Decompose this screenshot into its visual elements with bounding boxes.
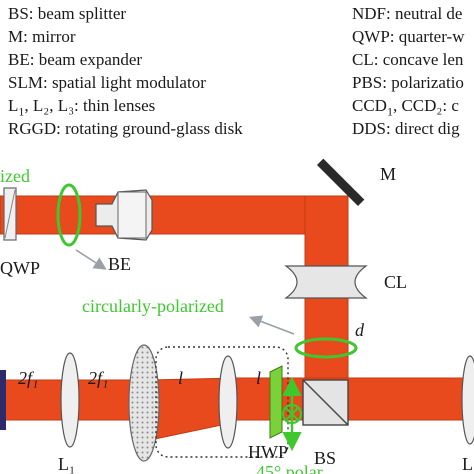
legend-item-pbs: PBS: polarizatio [352,73,464,92]
legend-right: NDF: neutral de QWP: quarter-w CL: conca… [352,2,465,140]
legend-item-rggd: RGGD: rotating ground-glass disk [8,119,243,138]
legend-item-ccd: CCD1, CCD₂: c [352,96,459,119]
legend-item-qwp: QWP: quarter-w [352,27,465,46]
legend-item-be: BE: beam expander [8,50,143,69]
label-l-a: l [178,368,184,388]
polarization-dot-ring [281,403,303,425]
dotted-box [155,346,289,458]
label-hwp: HWP [248,442,288,462]
label-mirror: M [380,164,397,184]
arrow-to-be [75,249,107,270]
label-distance-d: d [355,320,364,340]
legend-item-cl: CL: concave len [352,50,464,69]
label-2f1-a: 2f₁ [18,368,39,388]
label-polarized-top: ized [0,166,30,186]
label-cl: CL [384,272,408,292]
legend-item-ndf: NDF: neutral de [352,4,463,23]
hwp-plate [269,365,283,439]
legend-item-dds: DDS: direct dig [352,119,460,138]
qwp-hatch [4,189,16,239]
label-circularly-polarized: circularly-polarized [82,296,224,316]
polarization-ring-upper [56,183,82,247]
label-lens-right: L [462,454,473,474]
label-bs: BS [314,448,337,468]
beam-splitter-diagonal [302,379,349,426]
label-l1: L₁ [58,454,76,474]
legend-item-lenses: L1, L₂, L₃: thin lenses [8,96,156,119]
legend-left: BS: beam splitter M: mirror BE: beam exp… [8,2,243,140]
label-2f1-b: 2f₁ [88,368,109,388]
label-45-polarized: 45° polar [256,462,323,474]
polarization-cross-b [285,407,299,421]
label-l-b: l [256,368,262,388]
beam-expander-barrel [117,191,147,239]
arrow-to-circular [249,315,295,335]
label-be: BE [108,254,132,274]
mirror [316,158,365,207]
lens-right [461,355,474,445]
legend-item-bs: BS: beam splitter [8,4,127,23]
beam-upper [0,195,349,235]
ground-glass-disk [128,344,160,462]
lens-l2 [218,355,238,449]
lens-l1 [60,352,80,448]
ccd-edge [0,370,6,430]
polarization-ring-vertical [294,337,358,359]
concave-lens [284,265,368,299]
label-qwp: QWP [0,258,40,278]
legend-item-slm: SLM: spatial light modulator [8,73,206,92]
legend-item-m: M: mirror [8,27,76,46]
